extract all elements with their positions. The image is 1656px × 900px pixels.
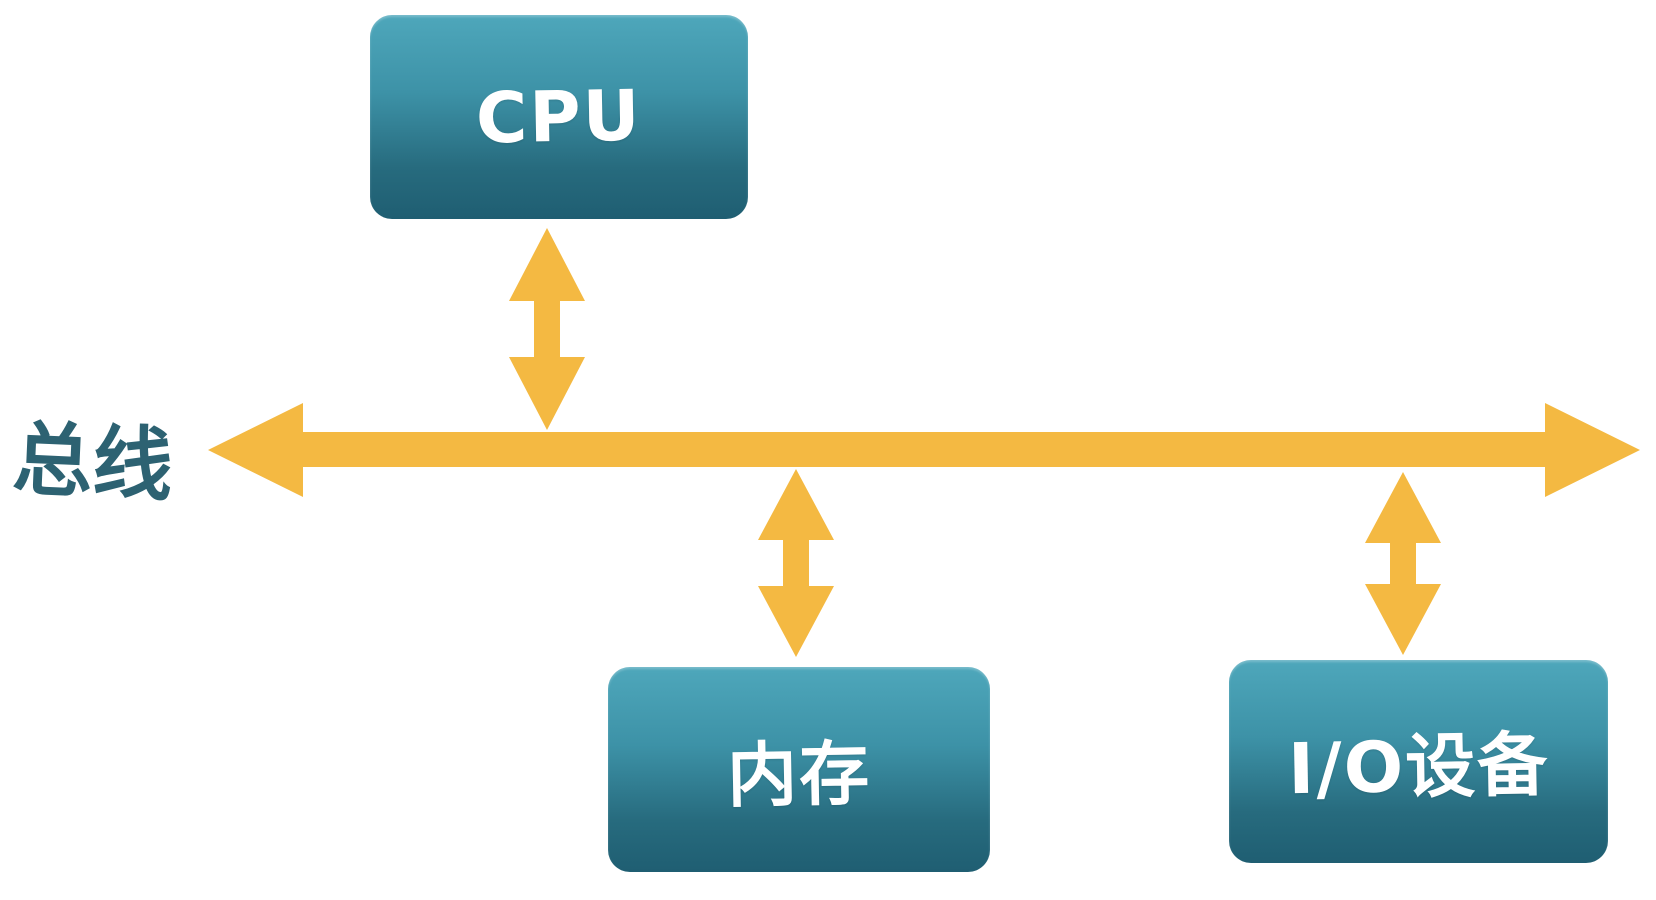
bus-double-arrow [208, 403, 1640, 497]
io-bus-connector-arrow [1365, 472, 1441, 655]
node-cpu: CPU [370, 15, 748, 219]
node-memory: 内存 [608, 667, 990, 872]
node-io-device: I/O设备 [1229, 660, 1608, 863]
cpu-bus-connector-arrow [509, 228, 585, 430]
node-memory-label: 内存 [726, 732, 872, 818]
memory-bus-connector-arrow [758, 469, 834, 657]
bus-label: 总线 [10, 412, 175, 513]
node-io-device-label: I/O设备 [1287, 723, 1550, 811]
node-cpu-label: CPU [475, 74, 643, 160]
